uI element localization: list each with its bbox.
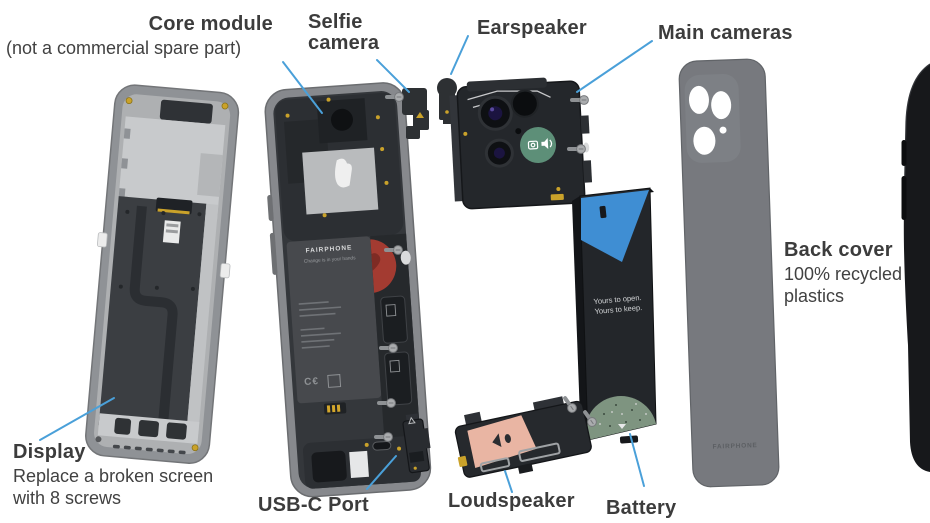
battery-green-arc: [585, 396, 656, 440]
loudspeaker-membrane: [467, 415, 537, 468]
main-camera-module: [449, 77, 593, 210]
earspeaker-title: Earspeaker: [477, 17, 587, 39]
battery-slogan-line2: Yours to keep.: [594, 303, 642, 316]
callout-lines: [39, 35, 653, 493]
usb-c-port-title: USB-C Port: [258, 494, 369, 516]
camera-speaker-icon: [527, 138, 553, 150]
usb-c-part: [402, 413, 431, 474]
speaker-icon: [492, 433, 511, 448]
label-selfie-camera: Selfie camera: [308, 12, 400, 54]
svg-text:C€: C€: [304, 376, 320, 388]
camera-cutouts: [688, 85, 732, 155]
back-cover-subtitle: 100% recycled plastics: [784, 264, 903, 306]
callout-line-loudspeaker: [504, 470, 513, 493]
main-cameras-title: Main cameras: [658, 22, 793, 44]
battery-title: Battery: [606, 497, 677, 519]
loudspeaker-part: [454, 396, 592, 478]
callout-line-main-cameras: [576, 40, 653, 93]
back-cover-title: Back cover: [784, 239, 893, 261]
label-back-cover: Back cover 100% recycled plastics: [784, 240, 910, 308]
edge-phone-sliver: [901, 63, 930, 472]
battery-blue-panel: [581, 190, 649, 262]
battery-slogan-line1: Yours to open.: [593, 293, 642, 306]
label-usb-c-port: USB-C Port: [258, 495, 369, 516]
battery-part: Yours to open. Yours to keep.: [572, 187, 657, 444]
core-module-title: Core module: [148, 13, 273, 35]
label-main-cameras: Main cameras: [658, 23, 793, 44]
display-subtitle: Replace a broken screen with 8 screws: [13, 466, 214, 508]
core-module-subtitle: (not a commercial spare part): [6, 38, 242, 58]
label-loudspeaker: Loudspeaker: [448, 491, 575, 512]
callout-line-display: [39, 397, 115, 441]
core-module-tagline-text: Change is in your hands: [304, 255, 357, 265]
label-battery: Battery: [606, 498, 676, 519]
display-module-graphic: [85, 84, 240, 464]
callout-line-usb-c: [366, 455, 397, 490]
display-title: Display: [13, 441, 86, 463]
callout-line-earspeaker: [450, 35, 469, 75]
label-display: Display Replace a broken screen with 8 s…: [13, 442, 228, 510]
core-module-graphic: FAIRPHONE Change is in your hands C€: [264, 82, 432, 498]
back-cover-part: FAIRPHONE: [678, 58, 780, 488]
callout-line-selfie-camera: [376, 59, 410, 93]
core-module-brand-text: FAIRPHONE: [305, 244, 352, 254]
loudspeaker-title: Loudspeaker: [448, 490, 575, 512]
back-cover-brand-text: FAIRPHONE: [712, 442, 757, 451]
callout-line-core-module: [282, 61, 323, 114]
selfie-camera-title: Selfie camera: [308, 11, 380, 54]
callout-line-battery: [629, 433, 645, 487]
selfie-camera-part: [402, 88, 429, 139]
label-core-module: Core module (not a commercial spare part…: [6, 14, 273, 60]
label-earspeaker: Earspeaker: [477, 18, 587, 39]
